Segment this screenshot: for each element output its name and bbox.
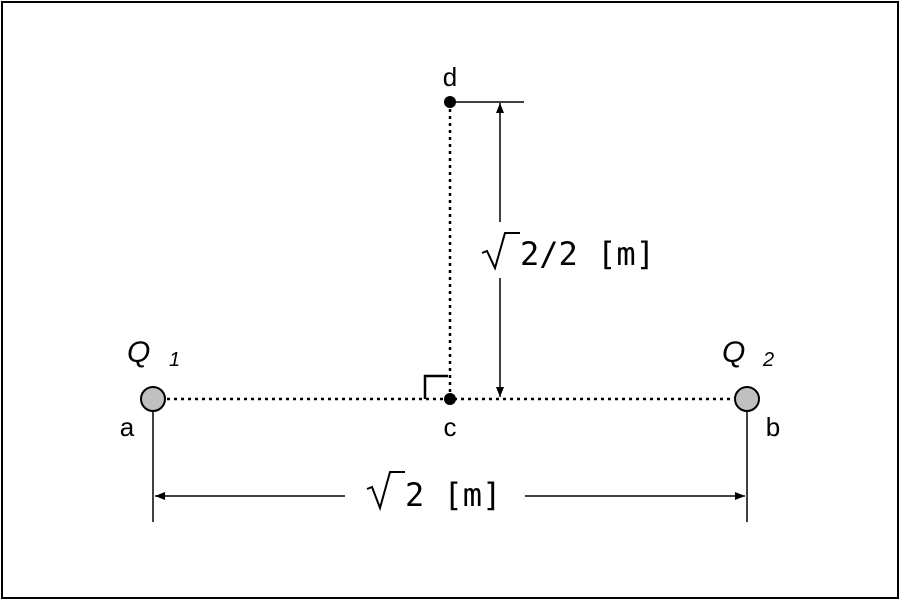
point-d xyxy=(444,96,456,108)
label-d: d xyxy=(443,62,457,92)
label-q1-subscript: 1 xyxy=(169,349,180,371)
charge-q2 xyxy=(734,386,760,412)
charge-q1 xyxy=(140,386,166,412)
point-c xyxy=(444,393,456,405)
horizontal-dimension-label: 2 [m] xyxy=(366,471,501,514)
sqrt-radical-icon xyxy=(366,471,405,512)
label-b: b xyxy=(766,412,780,442)
label-a: a xyxy=(120,412,135,442)
label-q2-subscript: 2 xyxy=(762,349,774,371)
horizontal-dimension-text: 2 [m] xyxy=(405,476,501,514)
right-angle-marker xyxy=(423,374,448,399)
label-q2: Q 2 xyxy=(722,336,774,371)
sqrt-radical-icon xyxy=(481,232,520,271)
vertical-dimension-label: 2/2 [m] xyxy=(481,232,655,273)
label-c: c xyxy=(444,412,457,442)
label-q1-symbol: Q xyxy=(127,336,150,369)
label-q2-symbol: Q xyxy=(722,336,745,369)
vertical-dimension-text: 2/2 [m] xyxy=(520,235,655,273)
label-q1: Q 1 xyxy=(127,336,180,371)
